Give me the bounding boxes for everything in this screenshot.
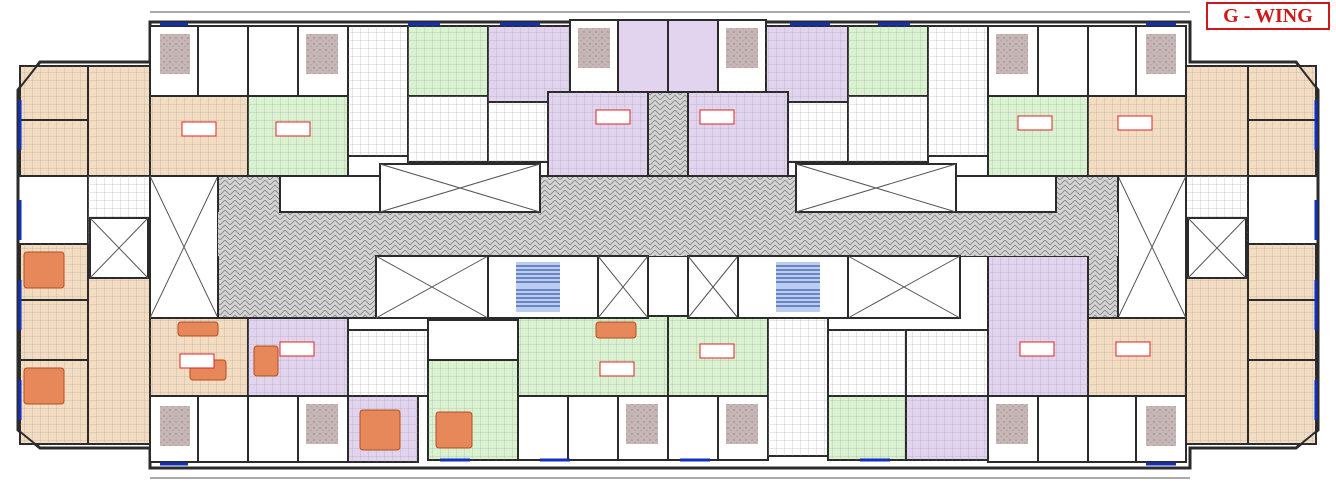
flat-top-green-right <box>847 25 1089 177</box>
duct-shafts <box>279 163 1057 319</box>
terraces-left <box>149 25 249 463</box>
terraces-right <box>1087 25 1187 463</box>
lift-icon <box>597 255 649 319</box>
staircase-icon <box>516 262 560 312</box>
corner-balconies <box>17 61 1319 449</box>
lift-icon <box>687 255 739 319</box>
flat-right <box>1087 65 1317 445</box>
core-stairs-lifts <box>487 255 849 319</box>
flat-bottom-lavender-right <box>905 255 1089 463</box>
windows <box>18 22 1318 466</box>
staircase-icon <box>776 262 820 312</box>
flat-bottom-lavender-left <box>247 255 429 463</box>
flat-number-tags <box>179 109 1153 377</box>
flat-bottom-green-right <box>667 315 907 461</box>
flat-top-green-left <box>247 25 489 177</box>
wing-title: G - WING <box>1206 2 1330 30</box>
flat-bottom-green-left <box>427 315 669 461</box>
